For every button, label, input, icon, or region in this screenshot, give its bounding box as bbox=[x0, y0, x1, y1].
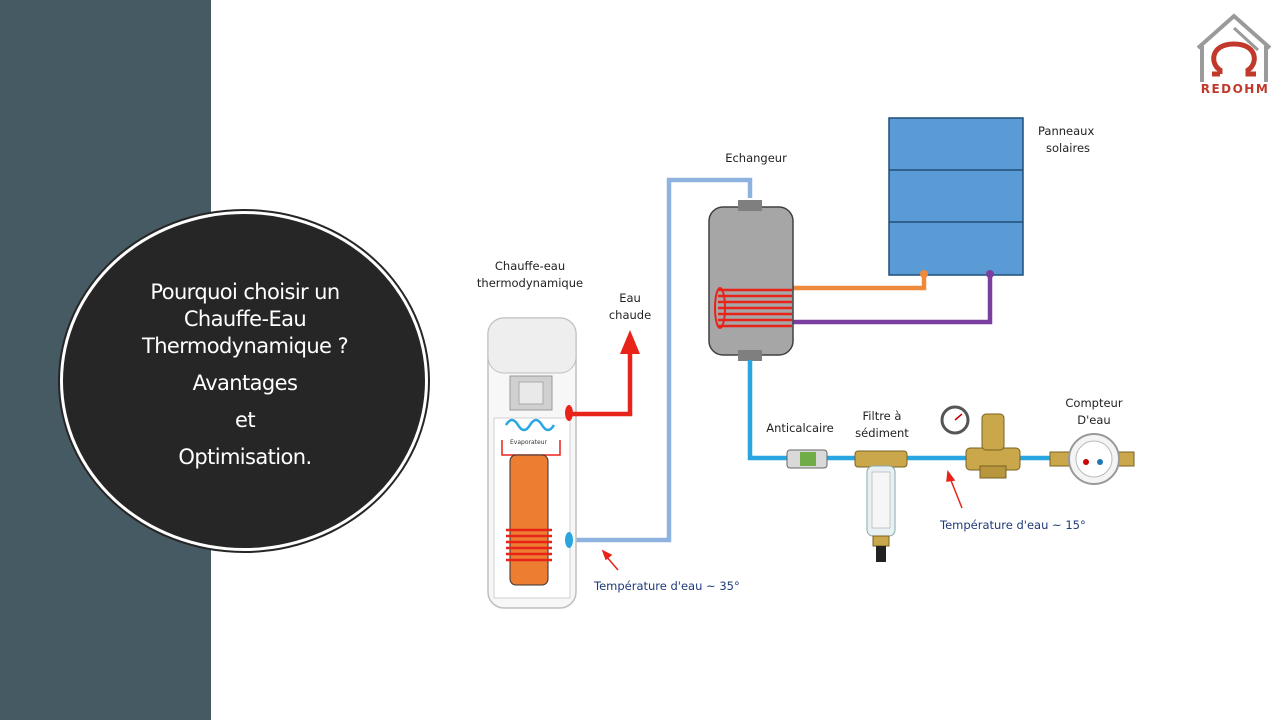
label-filtre: Filtre à bbox=[863, 409, 902, 423]
title-line-3: Thermodynamique ? bbox=[141, 334, 349, 358]
slide-title: Pourquoi choisir un Chauffe-Eau Thermody… bbox=[100, 279, 390, 471]
label-chaude: chaude bbox=[609, 308, 651, 322]
label-thermodynamique: thermodynamique bbox=[477, 276, 583, 290]
label-solaires: solaires bbox=[1046, 141, 1090, 155]
title-line-6: Optimisation. bbox=[178, 445, 312, 469]
label-sediment: sédiment bbox=[855, 426, 909, 440]
exchanger-tank bbox=[708, 206, 794, 356]
label-chauffe-eau: Chauffe-eau bbox=[495, 259, 565, 273]
solar-return-pipe bbox=[790, 273, 993, 325]
label-temp-15: Température d'eau ~ 15° bbox=[939, 518, 1086, 532]
label-echangeur: Echangeur bbox=[725, 151, 787, 165]
evaporator-label: Evaporateur bbox=[510, 439, 547, 446]
label-anticalcaire: Anticalcaire bbox=[766, 421, 834, 435]
exchanger-coil bbox=[718, 288, 792, 328]
label-compteur: Compteur bbox=[1065, 396, 1122, 410]
warm-water-pipe bbox=[570, 177, 753, 543]
title-line-4: Avantages bbox=[192, 371, 298, 395]
title-line-5: et bbox=[235, 408, 256, 432]
hot-water-pipe bbox=[572, 352, 633, 417]
label-deau: D'eau bbox=[1077, 413, 1110, 427]
redohm-logo-icon bbox=[1196, 13, 1272, 82]
title-line-1: Pourquoi choisir un bbox=[150, 280, 340, 304]
label-eau: Eau bbox=[619, 291, 641, 305]
sediment-filter bbox=[854, 450, 908, 468]
label-temp-35: Température d'eau ~ 35° bbox=[593, 579, 740, 593]
brand-name: REDOHM bbox=[1200, 82, 1270, 96]
title-circle bbox=[60, 211, 428, 551]
hot-water-arrow-icon bbox=[620, 330, 640, 354]
title-line-2: Chauffe-Eau bbox=[183, 307, 307, 331]
heater-coil bbox=[506, 528, 552, 562]
solar-panel bbox=[888, 117, 1024, 276]
tank-inner bbox=[509, 454, 549, 586]
label-panneaux: Panneaux bbox=[1038, 124, 1094, 138]
